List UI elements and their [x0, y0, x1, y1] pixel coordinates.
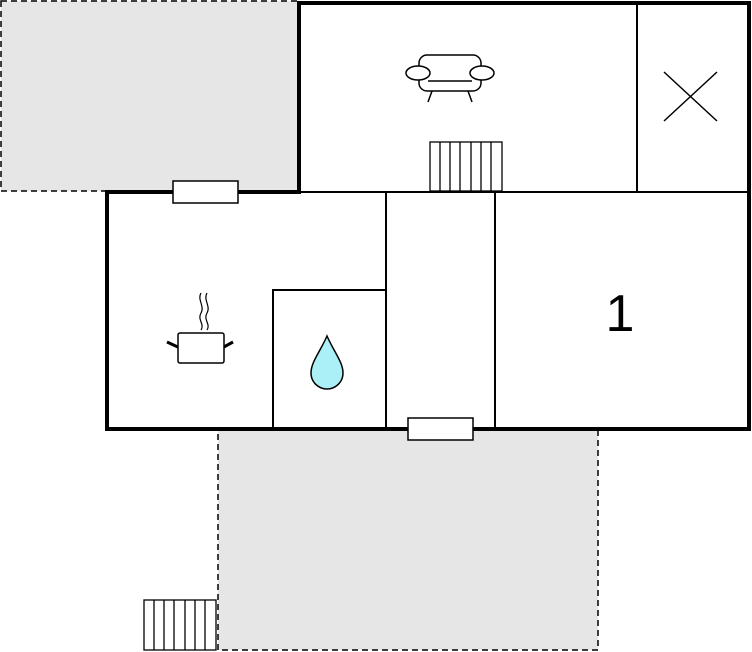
interior-walls: [272, 3, 749, 429]
staircase-upper: [429, 141, 503, 192]
window-hallway-bottom: [407, 417, 474, 441]
cross-icon: [663, 71, 718, 122]
terrace-bottom: [217, 429, 599, 651]
cooking-pot-icon: [166, 292, 234, 364]
bedroom-number-label: 1: [606, 285, 635, 343]
exterior-wall: [105, 1, 751, 431]
water-drop-icon: [310, 334, 344, 390]
building: [107, 3, 749, 429]
window-kitchen-top: [172, 180, 239, 204]
staircase-terrace: [143, 599, 217, 651]
sofa-icon: [405, 54, 495, 103]
terrace-top-left: [0, 0, 300, 192]
